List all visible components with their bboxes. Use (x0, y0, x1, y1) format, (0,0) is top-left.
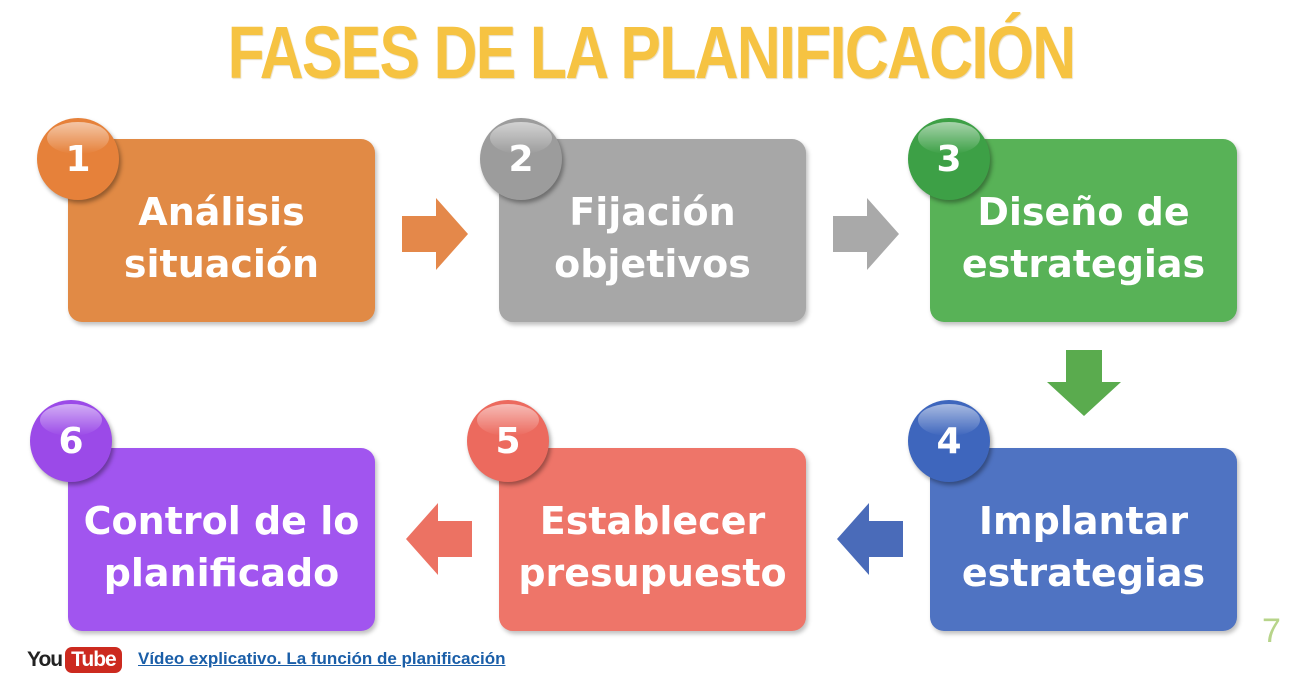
phase-4-number-badge: 4 (908, 400, 990, 482)
arrow-left-5-to-6 (406, 503, 472, 575)
arrow-right-1-to-2 (402, 198, 468, 270)
youtube-logo-you: You (27, 648, 63, 671)
phase-2-box: Fijación objetivos (499, 139, 806, 322)
phase-5-number-badge: 5 (467, 400, 549, 482)
phase-5-label-line2: presupuesto (518, 550, 787, 595)
phase-2-number-badge: 2 (480, 118, 562, 200)
phase-5-box: Establecer presupuesto (499, 448, 806, 631)
phase-4-label-line1: Implantar (978, 498, 1189, 543)
phase-3-label-line2: estrategias (961, 241, 1206, 286)
phase-1-label-line2: situación (123, 241, 320, 286)
phase-2-label-line1: Fijación (569, 189, 736, 234)
phase-3-number-badge: 3 (908, 118, 990, 200)
phase-3-label-line1: Diseño de (977, 189, 1190, 234)
phase-5-label-line1: Establecer (539, 498, 766, 543)
phase-4-box: Implantar estrategias (930, 448, 1237, 631)
phase-1-box: Análisis situación (68, 139, 375, 322)
youtube-logo-tube: Tube (65, 647, 122, 673)
phase-4-label-line2: estrategias (961, 550, 1206, 595)
phase-1-label-line1: Análisis (138, 189, 305, 234)
phase-1-number-badge: 1 (37, 118, 119, 200)
phase-6-number-badge: 6 (30, 400, 112, 482)
arrow-down-3-to-4 (1047, 350, 1121, 416)
arrow-left-4-to-5 (837, 503, 903, 575)
phase-6-label-line2: planificado (103, 550, 340, 595)
youtube-logo[interactable]: You Tube (27, 645, 122, 675)
page-number: 7 (1262, 612, 1281, 650)
phase-6-box: Control de lo planificado (68, 448, 375, 631)
video-link[interactable]: Vídeo explicativo. La función de planifi… (138, 649, 506, 668)
phase-6-label-line1: Control de lo (83, 498, 360, 543)
phase-2-label-line2: objetivos (554, 241, 751, 286)
slide-title: FASES DE LA PLANIFICACIÓN (227, 11, 1076, 94)
arrow-right-2-to-3 (833, 198, 899, 270)
